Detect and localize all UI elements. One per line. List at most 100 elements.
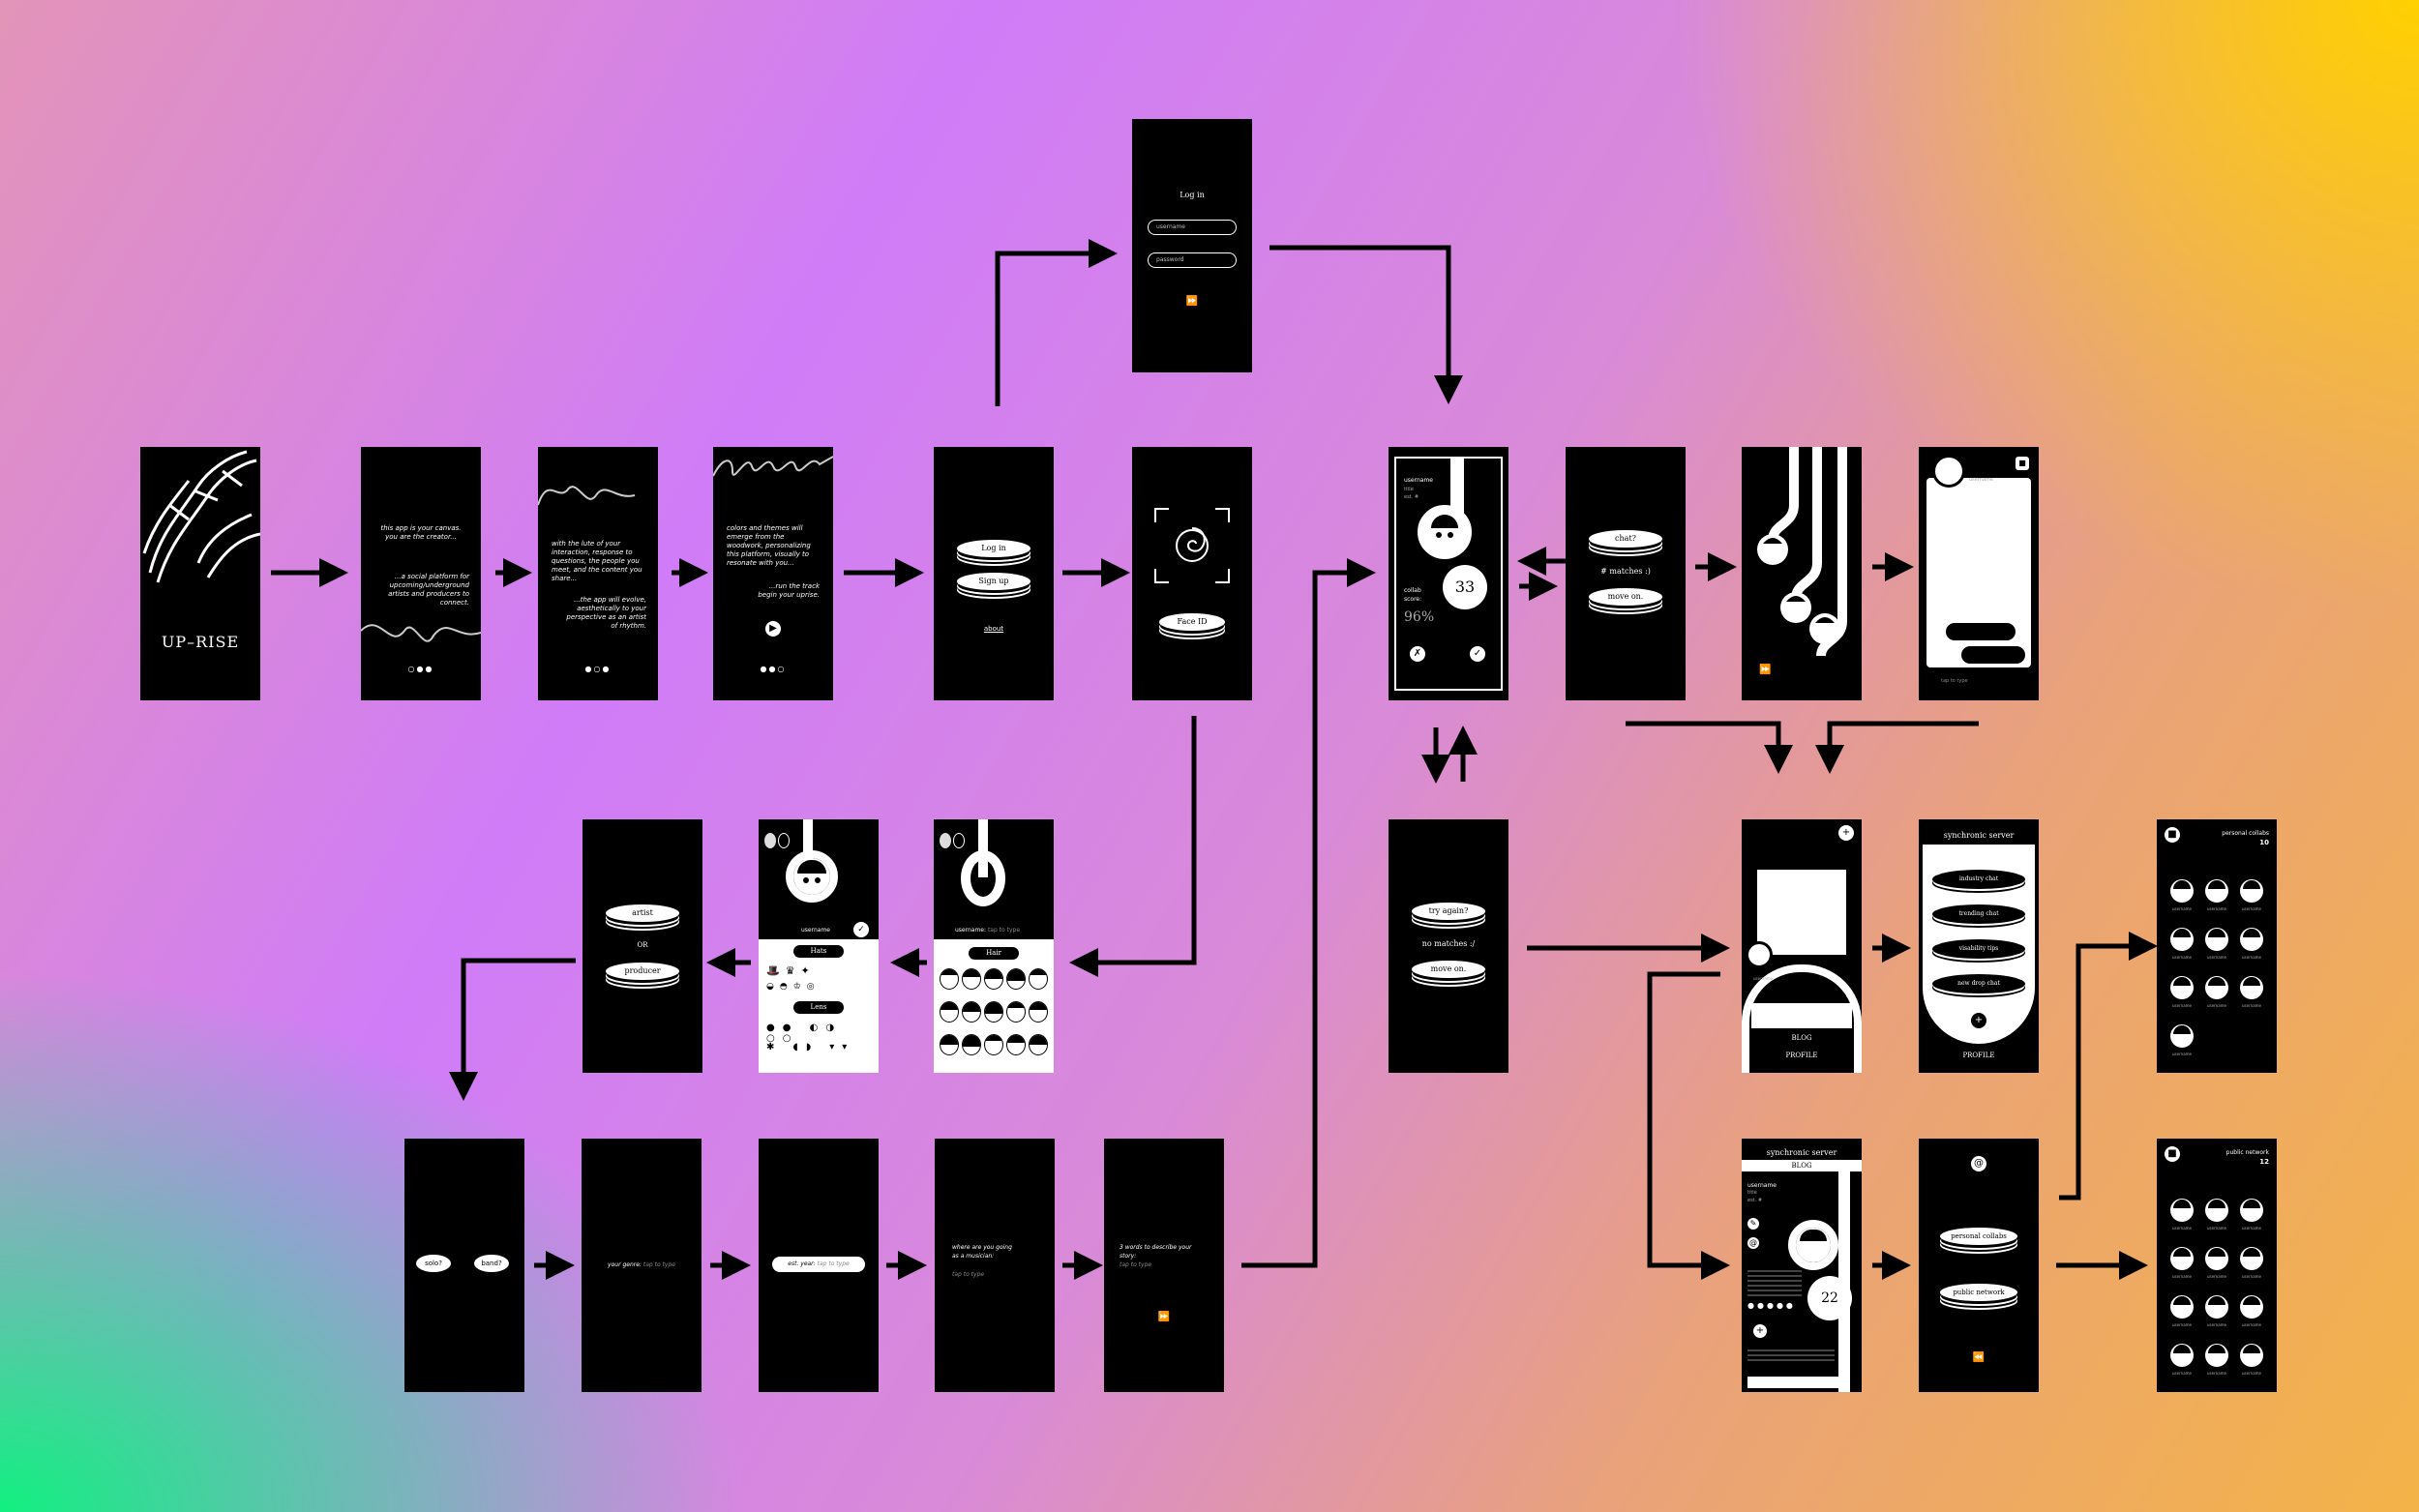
password-input[interactable]: password [1148,252,1237,268]
hair-option-icon[interactable] [984,1001,1003,1023]
user-avatar-icon[interactable] [2240,879,2263,903]
reject-icon[interactable]: ✗ [1410,646,1425,662]
genre-input[interactable]: your genre: tap to type [608,1261,675,1268]
page-dots[interactable]: ○●● [407,665,434,673]
try-again-button[interactable]: try again? [1412,903,1485,920]
producer-button[interactable]: producer [606,963,679,980]
rewind-icon[interactable]: ⏪ [1972,1352,1986,1363]
fast-forward-icon[interactable]: ⏩ [1157,1312,1171,1322]
blog-tab[interactable]: BLOG [1742,1160,1862,1171]
hair-option-icon[interactable] [984,968,1003,990]
user-avatar-icon[interactable] [2170,1199,2194,1222]
solo-button[interactable]: solo? [416,1255,451,1272]
profile-tab[interactable]: PROFILE [1785,1052,1818,1059]
server-channel-button[interactable]: industry chat [1932,870,2025,889]
hair-option-icon[interactable] [984,1034,1003,1055]
about-link[interactable]: about [983,625,1004,633]
theme-swatch-1[interactable] [764,833,776,848]
hair-option-icon[interactable] [940,1034,959,1055]
band-button[interactable]: band? [474,1255,509,1272]
face-id-icon[interactable] [1153,507,1231,584]
lens-options-row2[interactable]: ✱ ◖◗ ▾▾ [766,1042,855,1052]
server-channel-button[interactable]: new drop chat [1932,974,2025,993]
signup-button[interactable]: Sign up [957,573,1030,590]
user-avatar-icon[interactable] [2240,1247,2263,1270]
move-on-button[interactable]: move on. [1589,588,1662,606]
spiral-icon[interactable]: @ [1971,1156,1986,1171]
server-channel-button[interactable]: trending chat [1932,904,2025,924]
user-avatar-icon[interactable] [2205,976,2228,999]
confirm-icon[interactable]: ✓ [853,922,869,937]
hair-option-icon[interactable] [1006,1001,1026,1023]
theme-swatch-1[interactable] [940,833,951,848]
public-network-button[interactable]: public network [1940,1284,2017,1301]
hair-option-icon[interactable] [940,1001,959,1023]
artist-button[interactable]: artist [606,904,679,922]
user-avatar-icon[interactable] [2170,1024,2194,1048]
hair-option-icon[interactable] [962,1001,981,1023]
user-avatar-icon[interactable] [2170,976,2194,999]
hair-option-icon[interactable] [962,968,981,990]
page-dots[interactable]: ●●○ [760,665,787,673]
login-button[interactable]: Log in [957,540,1030,557]
user-avatar-icon[interactable] [2170,879,2194,903]
accept-icon[interactable]: ✓ [1470,646,1485,662]
story-input[interactable]: tap to type [1120,1261,1152,1268]
blog-tab[interactable]: BLOG [1791,1034,1812,1042]
hair-option-icon[interactable] [1006,1034,1026,1055]
user-avatar-icon[interactable] [2240,1344,2263,1367]
spiral-icon[interactable]: @ [1747,1237,1759,1249]
theme-swatch-2[interactable] [778,833,790,848]
hair-option-icon[interactable] [940,968,959,990]
user-avatar-icon[interactable] [2240,1199,2263,1222]
user-avatar-icon[interactable] [2205,1247,2228,1270]
user-avatar-icon[interactable] [2170,1344,2194,1367]
play-button[interactable]: ▶ [765,621,781,637]
fast-forward-icon[interactable]: ⏩ [1185,296,1199,307]
personal-collabs-button[interactable]: personal collabs [1940,1228,2017,1245]
add-icon[interactable]: + [1838,825,1854,841]
hair-option-icon[interactable] [1006,968,1026,990]
hair-option-icon[interactable] [1029,1034,1048,1055]
user-avatar-icon[interactable] [2205,1199,2228,1222]
username-input[interactable]: username [1148,220,1237,235]
social-icons[interactable]: ●●●●● [1747,1301,1796,1310]
hair-option-icon[interactable] [962,1034,981,1055]
hat-options-row2[interactable]: ◒◓♔◎ [766,982,821,992]
user-avatar-label: username [2242,1322,2261,1327]
user-avatar-icon[interactable] [2205,1295,2228,1319]
server-channel-button[interactable]: visability tips [1932,939,2025,959]
profile-tab[interactable]: PROFILE [1962,1052,1995,1059]
add-icon[interactable]: + [1971,1013,1986,1028]
fast-forward-icon[interactable]: ⏩ [1759,665,1772,675]
direction-screen: where are you going as a musician: tap t… [935,1139,1055,1392]
user-avatar-icon[interactable] [2240,1295,2263,1319]
menu-square-icon[interactable]: ■ [2016,457,2029,470]
menu-square-icon[interactable]: ■ [2165,1146,2180,1162]
user-avatar-icon[interactable] [2240,928,2263,951]
user-avatar-icon[interactable] [2205,1344,2228,1367]
user-avatar-icon[interactable] [2170,928,2194,951]
face-id-button[interactable]: Face ID [1159,613,1225,631]
hair-option-icon[interactable] [1029,968,1048,990]
year-input[interactable]: est. year: tap to type [772,1257,865,1272]
hat-options[interactable]: 🎩♛✦ [766,964,816,977]
user-avatar-icon[interactable] [2170,1247,2194,1270]
theme-swatch-2[interactable] [953,833,965,848]
user-avatar-icon[interactable] [2205,879,2228,903]
arrow-q5-to-match [1241,558,1376,1268]
user-avatar-icon[interactable] [2240,976,2263,999]
move-on-button[interactable]: move on. [1412,961,1485,978]
user-avatar-icon[interactable] [2170,1295,2194,1319]
chat-button[interactable]: chat? [1589,530,1662,548]
user-avatar-label: username [2172,1371,2192,1376]
user-avatar-icon[interactable] [2205,928,2228,951]
menu-square-icon[interactable]: ■ [2165,827,2180,843]
add-icon[interactable]: + [1753,1324,1767,1338]
chat-input[interactable]: tap to type [1932,675,2025,689]
lens-options[interactable]: ●● ◐◑ ○○ [766,1023,843,1044]
hair-option-icon[interactable] [1029,1001,1048,1023]
page-dots[interactable]: ●○● [584,665,612,673]
direction-input[interactable]: tap to type [952,1271,985,1278]
edit-icon[interactable]: ✎ [1747,1218,1759,1230]
